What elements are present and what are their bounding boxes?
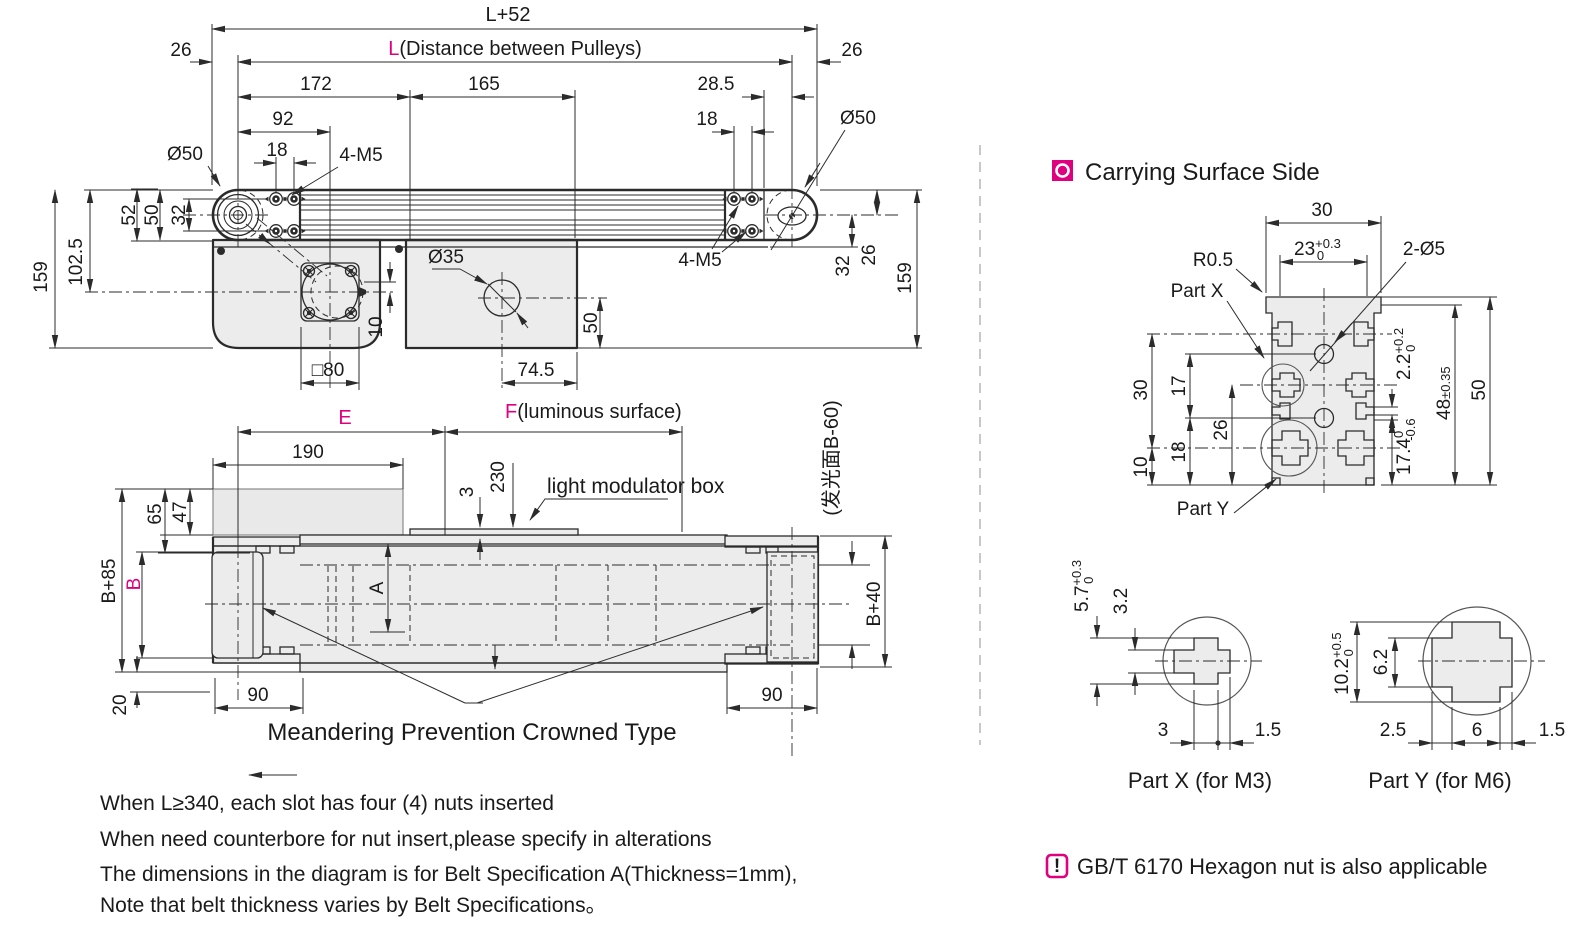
top-view-structure bbox=[85, 186, 900, 390]
footer-note: ! GB/T 6170 Hexagon nut is also applicab… bbox=[1045, 853, 1488, 879]
dim-90-left: 90 bbox=[247, 685, 268, 706]
dim-18-right: 18 bbox=[696, 109, 717, 130]
dim-px-3: 3 bbox=[1158, 720, 1169, 741]
label-r05: R0.5 bbox=[1193, 250, 1233, 271]
dim-165: 165 bbox=[468, 74, 500, 95]
dim-230: 230 bbox=[488, 461, 509, 493]
part-x-detail: 5.7+0.30 3.2 3 1.5 Part X (for M3) bbox=[1069, 560, 1281, 793]
dim-50: 50 bbox=[142, 204, 163, 225]
note-line-4: Note that belt thickness varies by Belt … bbox=[100, 894, 607, 917]
dim-py-25: 2.5 bbox=[1380, 720, 1406, 741]
dim-32-right: 32 bbox=[833, 255, 854, 276]
note-line-2: When need counterbore for nut insert,ple… bbox=[100, 828, 712, 851]
exclamation-glyph: ! bbox=[1054, 856, 1060, 877]
dim-sec-174: 17.40-0.6 bbox=[1391, 418, 1418, 475]
exclamation-icon bbox=[1045, 853, 1069, 879]
dim-sec-22: 2.2+0.20 bbox=[1391, 328, 1418, 380]
dim-47: 47 bbox=[170, 501, 191, 522]
dim-l52: L+52 bbox=[485, 4, 530, 26]
dim-l: L(Distance between Pulleys) bbox=[388, 38, 641, 60]
dim-18-left: 18 bbox=[266, 140, 287, 161]
dim-px-57: 5.7+0.30 bbox=[1069, 560, 1096, 612]
dim-3: 3 bbox=[457, 487, 478, 498]
note-line-3: The dimensions in the diagram is for Bel… bbox=[100, 863, 797, 886]
label-light-modulator-box: light modulator box bbox=[547, 475, 725, 498]
dim-74-5: 74.5 bbox=[518, 360, 555, 381]
notes-block: When L≥340, each slot has four (4) nuts … bbox=[100, 792, 797, 917]
dim-a: A bbox=[367, 581, 388, 594]
label-part-x-detail: Part X (for M3) bbox=[1128, 768, 1272, 793]
label-2-dia5: 2-Ø5 bbox=[1403, 239, 1445, 260]
dim-4m5-right: 4-M5 bbox=[678, 250, 721, 271]
dim-py-6: 6 bbox=[1472, 720, 1483, 741]
belt-stripes bbox=[300, 194, 725, 236]
dim-py-102: 10.2+0.50 bbox=[1329, 632, 1356, 695]
dim-b85: B+85 bbox=[99, 559, 120, 604]
dim-sq80: □80 bbox=[312, 360, 345, 381]
dim-159-left: 159 bbox=[31, 261, 52, 293]
dim-py-15: 1.5 bbox=[1539, 720, 1565, 741]
dim-py-62: 6.2 bbox=[1371, 649, 1392, 675]
dim-20: 20 bbox=[110, 694, 131, 715]
dim-sec-18: 18 bbox=[1169, 441, 1190, 462]
dim-50-box: 50 bbox=[581, 312, 602, 333]
dim-10: 10 bbox=[366, 316, 387, 337]
dim-26-right2: 26 bbox=[859, 244, 880, 265]
dim-px-32: 3.2 bbox=[1111, 588, 1132, 614]
label-part-y: Part Y bbox=[1177, 499, 1230, 520]
dim-e: E bbox=[338, 407, 351, 429]
side-view-structure bbox=[205, 488, 850, 756]
side-view-dimensions: E F(luminous surface) 190 47 65 B+85 B 2… bbox=[99, 400, 892, 779]
dim-32: 32 bbox=[169, 204, 190, 225]
dim-90-right: 90 bbox=[761, 685, 782, 706]
label-part-x: Part X bbox=[1171, 281, 1224, 302]
dim-159-right: 159 bbox=[895, 262, 916, 294]
part-y-detail: 10.2+0.50 6.2 2.5 6 1.5 Part Y (for M6) bbox=[1329, 606, 1565, 793]
dim-sec-48: 48±0.35 bbox=[1434, 366, 1455, 420]
dim-dia50-right: Ø50 bbox=[840, 108, 876, 129]
top-view-dimensions: L+52 L(Distance between Pulleys) 26 26 1… bbox=[31, 4, 922, 390]
dim-sec-26: 26 bbox=[1211, 419, 1232, 440]
dim-b40: B+40 bbox=[864, 582, 885, 627]
note-line-1: When L≥340, each slot has four (4) nuts … bbox=[100, 792, 554, 815]
dim-28-5: 28.5 bbox=[698, 74, 735, 95]
carrying-surface-icon bbox=[1052, 160, 1073, 181]
section-header: Carrying Surface Side bbox=[1085, 159, 1320, 186]
dim-4m5-left: 4-M5 bbox=[339, 145, 382, 166]
dim-sec-50: 50 bbox=[1469, 379, 1490, 400]
dim-dia50-left: Ø50 bbox=[167, 144, 203, 165]
dim-26-right: 26 bbox=[841, 40, 862, 61]
dim-dia35: Ø35 bbox=[428, 247, 464, 268]
hidden-slots bbox=[327, 565, 657, 645]
dim-luminous-cn: (发光面B-60) bbox=[820, 400, 843, 516]
label-part-y-detail: Part Y (for M6) bbox=[1368, 768, 1511, 793]
dim-sec-30-top: 30 bbox=[1311, 200, 1332, 221]
footer-note-text: GB/T 6170 Hexagon nut is also applicable bbox=[1077, 854, 1488, 879]
dim-26-left: 26 bbox=[170, 40, 191, 61]
caption-meandering: Meandering Prevention Crowned Type bbox=[267, 719, 676, 746]
dim-f: F(luminous surface) bbox=[505, 401, 682, 423]
dim-172: 172 bbox=[300, 74, 332, 95]
dim-sec-30: 30 bbox=[1131, 379, 1152, 400]
dim-65: 65 bbox=[145, 503, 166, 524]
dim-102-5: 102.5 bbox=[66, 238, 87, 286]
dim-52: 52 bbox=[119, 204, 140, 225]
dim-92: 92 bbox=[272, 109, 293, 130]
dim-sec-17: 17 bbox=[1169, 375, 1190, 396]
dim-190: 190 bbox=[292, 442, 324, 463]
dim-px-15: 1.5 bbox=[1255, 720, 1281, 741]
dim-sec-10: 10 bbox=[1131, 456, 1152, 477]
dim-b: B bbox=[124, 578, 145, 591]
